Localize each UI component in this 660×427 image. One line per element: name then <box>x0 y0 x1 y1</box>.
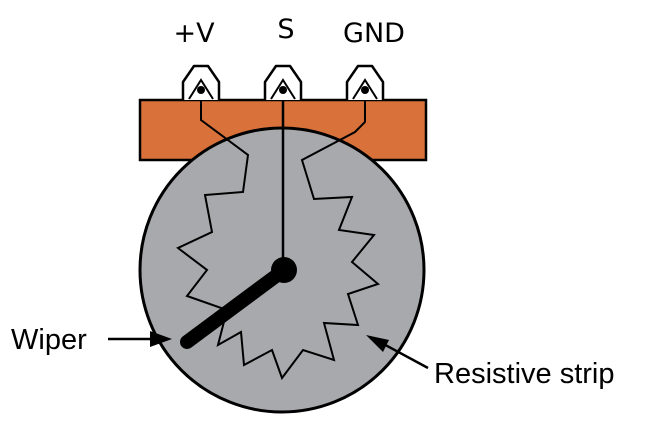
terminal-signal-connector <box>263 64 303 100</box>
resistive-strip <box>176 88 381 381</box>
wiper-pointer-arrowhead <box>150 331 172 347</box>
label-vplus: +V <box>173 18 215 49</box>
terminal-vplus-connector <box>181 64 221 100</box>
label-signal: S <box>277 14 294 45</box>
label-resistive-strip: Resistive strip <box>434 358 615 390</box>
wiper-arm <box>180 263 291 349</box>
label-wiper: Wiper <box>11 324 87 356</box>
terminal-ground-connector <box>345 64 385 100</box>
strip-pointer-arrowhead <box>366 335 389 352</box>
strip-pointer-line <box>377 339 429 370</box>
wiper-pivot <box>271 257 297 283</box>
label-ground: GND <box>343 18 405 49</box>
